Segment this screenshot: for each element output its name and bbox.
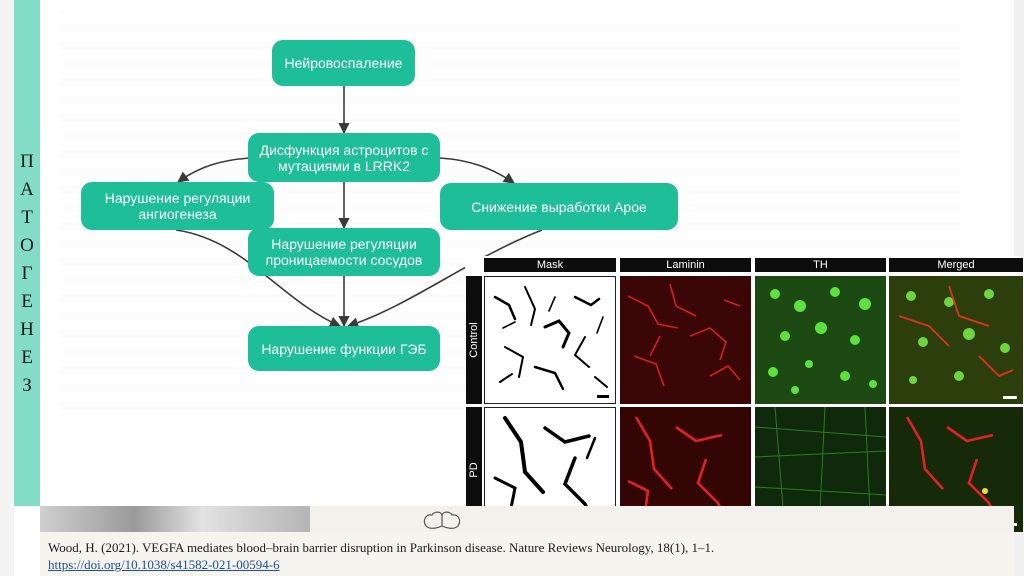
left-edge-strip (0, 0, 14, 576)
row-label-pd-text: PD (468, 461, 480, 478)
side-letter: Е (21, 347, 33, 368)
side-letter: Н (20, 319, 34, 340)
row-label-control: Control (466, 276, 482, 404)
side-bar (14, 0, 40, 506)
arrow-astro-to-angio (177, 157, 251, 183)
row-label-pd: PD (466, 407, 482, 532)
image-mask-control (484, 276, 616, 404)
arrow-apoe-to-bbb (346, 229, 543, 329)
citation-text: Wood, H. (2021). VEGFA mediates blood–br… (48, 540, 715, 555)
node-neuroinflammation: Нейровоспаление (272, 40, 415, 86)
column-header-merged: Merged (889, 258, 1023, 272)
side-letter: О (20, 235, 34, 256)
side-letter: П (20, 151, 34, 172)
footer-caption-area (40, 532, 1014, 576)
image-th-control (755, 276, 886, 404)
node-permeability: Нарушение регуляции проницаемости сосудо… (248, 228, 440, 276)
side-letter: Е (21, 291, 33, 312)
footer-photo-strip (40, 506, 310, 532)
node-bbb-dysfunction: Нарушение функции ГЭБ (248, 326, 440, 371)
image-merged-control (889, 276, 1023, 404)
side-letter: А (20, 179, 34, 200)
column-header-th: TH (755, 258, 886, 272)
column-header-laminin: Laminin (620, 258, 751, 272)
doi-link[interactable]: https://doi.org/10.1038/s41582-021-00594… (48, 557, 280, 572)
column-header-mask: Mask (484, 258, 616, 272)
side-letter: Т (21, 207, 33, 228)
side-letter: З (22, 375, 32, 396)
brain-logo-icon (423, 511, 461, 529)
row-label-control-text: Control (468, 322, 480, 358)
node-angiogenesis: Нарушение регуляции ангиогенеза (81, 182, 274, 230)
node-apoe: Снижение выработки Apoe (440, 183, 678, 230)
image-laminin-control (620, 276, 751, 404)
side-letter: Г (21, 263, 33, 284)
node-astrocyte-dysfunction: Дисфункция астроцитов с мутациями в LRRK… (248, 133, 440, 182)
arrow-astro-to-apoe (439, 157, 515, 184)
